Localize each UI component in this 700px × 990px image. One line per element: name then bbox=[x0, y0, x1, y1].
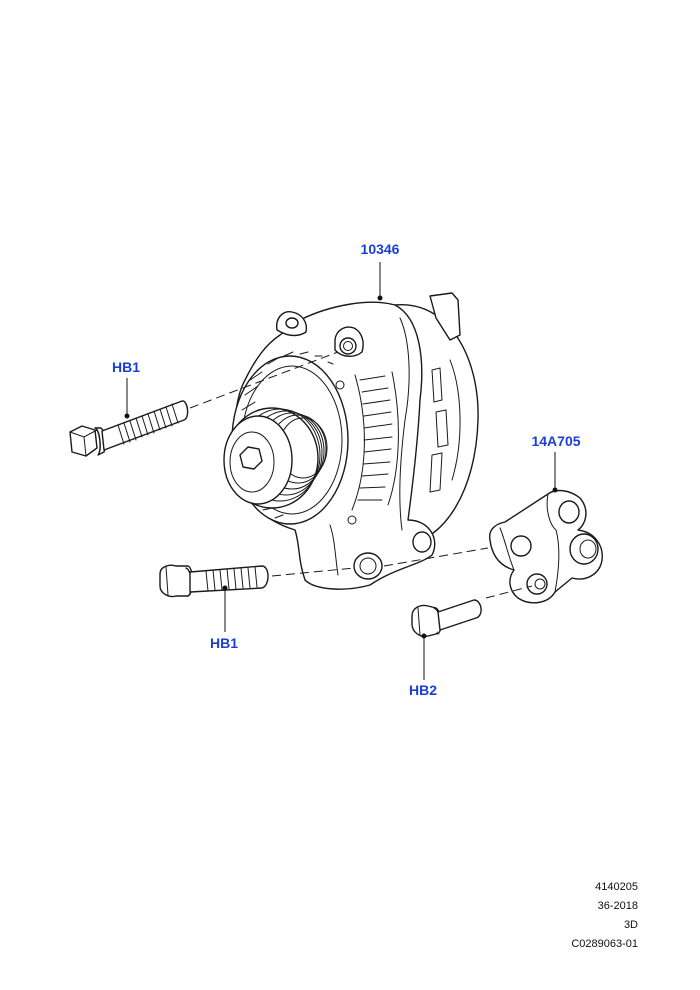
callout-14a705: 14A705 bbox=[531, 433, 580, 449]
footer-line-1: 4140205 bbox=[595, 881, 638, 893]
callout-hb1-upper: HB1 bbox=[112, 359, 140, 375]
bolt-hb2 bbox=[411, 599, 482, 638]
callout-hb1-lower: HB1 bbox=[210, 635, 238, 651]
bolt-hb1-lower bbox=[159, 564, 355, 598]
callout-10346: 10346 bbox=[361, 241, 400, 257]
footer-line-2: 36-2018 bbox=[597, 900, 638, 912]
leader-lines bbox=[124, 262, 558, 680]
footer-line-4: C0289063-01 bbox=[571, 938, 638, 950]
bolt-hb1-upper bbox=[69, 351, 339, 457]
callout-hb2: HB2 bbox=[409, 682, 437, 698]
alternator-part bbox=[223, 292, 479, 590]
footer-reference: 4140205 36-2018 3D C0289063-01 bbox=[438, 878, 638, 954]
footer-line-3: 3D bbox=[623, 919, 638, 931]
